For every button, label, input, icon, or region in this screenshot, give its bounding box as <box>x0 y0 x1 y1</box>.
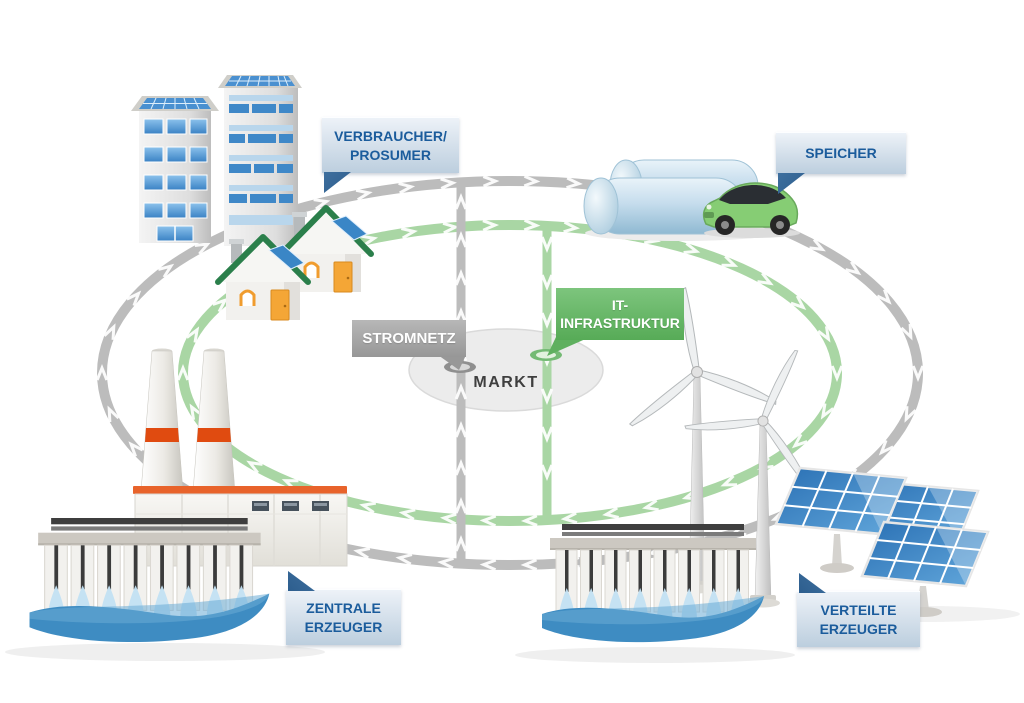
hydro-dam-middle-icon <box>541 523 765 643</box>
speicher-label: SPEICHER <box>776 132 906 194</box>
it-infrastruktur-text: IT- INFRASTRUKTUR <box>560 296 680 331</box>
hydro-dam-left-icon <box>28 517 270 643</box>
stromnetz-tail <box>438 355 466 370</box>
it-vertical-line <box>540 227 554 520</box>
verteilte-erzeuger-label: VERTEILTE ERZEUGER <box>797 573 920 647</box>
stromnetz-label: STROMNETZ <box>352 320 466 357</box>
electric-car-icon <box>702 182 800 238</box>
speicher-text: SPEICHER <box>805 145 877 162</box>
markt-label: MARKT <box>473 374 539 391</box>
it-infrastruktur-tail <box>547 337 590 356</box>
verbraucher-prosumer-text: VERBRAUCHER/ PROSUMER <box>334 127 447 163</box>
it-infrastruktur-label: IT- INFRASTRUKTUR <box>556 288 684 340</box>
solar-panels-icon <box>774 466 990 617</box>
zentrale-erzeuger-text: ZENTRALE ERZEUGER <box>304 599 383 635</box>
verbraucher-prosumer-label: VERBRAUCHER/ PROSUMER <box>322 117 459 193</box>
houses-icon <box>215 205 374 321</box>
stromnetz-text: STROMNETZ <box>362 329 456 347</box>
office-buildings-icon <box>131 75 302 246</box>
label-tails <box>438 337 590 370</box>
zentrale-erzeuger-label: ZENTRALE ERZEUGER <box>286 571 401 645</box>
it-ring <box>176 218 844 528</box>
verteilte-erzeuger-text: VERTEILTE ERZEUGER <box>819 601 898 637</box>
